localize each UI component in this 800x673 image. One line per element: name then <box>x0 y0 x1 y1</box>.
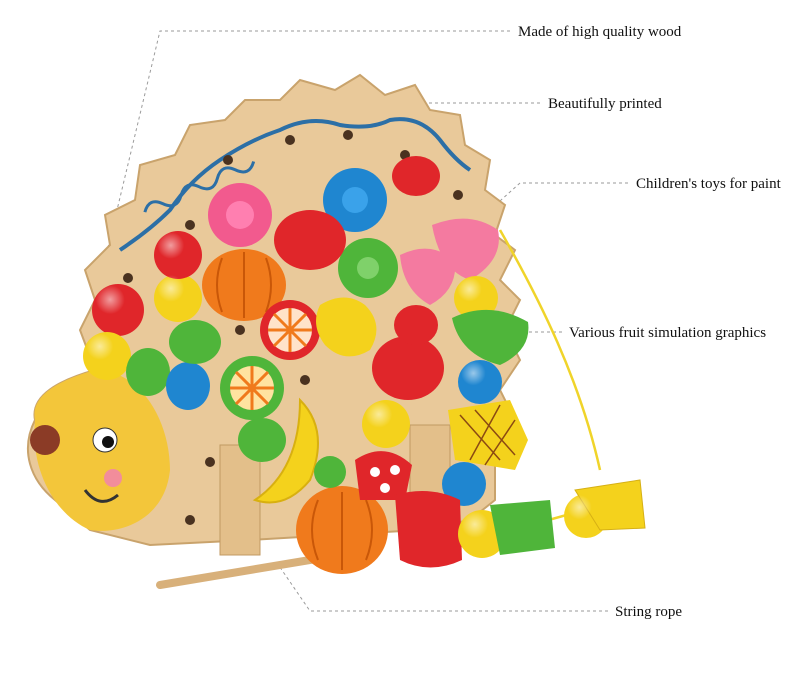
callout-rope: String rope <box>615 604 682 620</box>
pink-flower-bead <box>208 183 272 247</box>
green-clover-bead <box>338 238 398 298</box>
lime-slice-bead <box>220 356 284 420</box>
mushroom-bead <box>355 451 412 500</box>
banana-bead <box>252 397 319 504</box>
green-cylinder-bead <box>490 500 555 555</box>
callout-printed: Beautifully printed <box>548 96 662 112</box>
string-rope <box>498 229 621 530</box>
strawberry-bead <box>400 218 499 305</box>
pumpkin-bead <box>202 249 286 321</box>
callout-wood: Made of high quality wood <box>518 24 682 40</box>
callout-paint: Children's toys for paint <box>636 176 782 192</box>
green-heart-bead <box>452 309 529 365</box>
bead-cluster <box>83 156 646 574</box>
blue-flower-bead <box>323 168 387 232</box>
callout-fruit: Various fruit simulation graphics <box>569 325 766 341</box>
pumpkin-bead-bottom <box>296 486 388 574</box>
pear-bead <box>316 297 377 357</box>
pineapple-bead <box>448 400 528 470</box>
red-apple-bead-bottom <box>395 491 462 568</box>
orange-slice-bead <box>260 300 320 360</box>
